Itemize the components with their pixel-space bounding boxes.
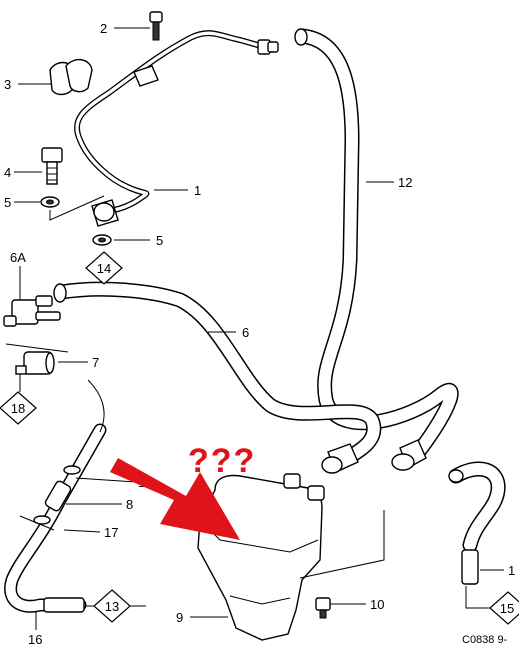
diamond-18: 18: [0, 391, 37, 425]
drawing-code: C0838 9-: [462, 634, 508, 646]
question-marks: ???: [188, 442, 256, 480]
label-5b: 5: [156, 233, 163, 248]
hose-12: [294, 28, 459, 471]
bolt-4: [41, 147, 63, 185]
label-6: 6: [242, 325, 249, 340]
diamond-15: 15: [489, 591, 519, 625]
hose-6: [53, 281, 382, 474]
label-4: 4: [4, 165, 11, 180]
washer-5b: [92, 234, 112, 246]
label-8: 8: [126, 497, 133, 512]
clamp-3: [49, 59, 93, 96]
washer-5a: [40, 196, 60, 208]
diamond-18-label: 18: [11, 401, 25, 416]
hose-right-15: [448, 461, 506, 585]
diamond-15-label: 15: [500, 601, 514, 616]
annotation-overlay: ???: [110, 442, 256, 540]
valve-6a: [3, 295, 61, 327]
label-2: 2: [100, 21, 107, 36]
label-1b: 1: [508, 563, 515, 578]
connector-7: [15, 351, 55, 375]
label-3: 3: [4, 77, 11, 92]
fitting-elbow: [91, 199, 119, 227]
diamond-13-label: 13: [105, 599, 119, 614]
label-9: 9: [176, 610, 183, 625]
label-16: 16: [28, 632, 42, 647]
bolt-10: [315, 597, 331, 619]
pipe-1: [74, 30, 279, 215]
diamond-14-label: 14: [97, 261, 111, 276]
label-10: 10: [370, 597, 384, 612]
line-16: [4, 423, 107, 613]
label-17b: 17: [104, 525, 118, 540]
red-arrow: [110, 458, 240, 540]
bolt-2: [149, 11, 163, 41]
label-1: 1: [194, 183, 201, 198]
diamond-13: 13: [93, 589, 131, 623]
part-labels: 2 3 4 5 1 5 6A 6 7 12 17 8 17 16 9 10 1 …: [4, 21, 515, 647]
diamond-14: 14: [85, 251, 123, 285]
label-6a: 6A: [10, 250, 26, 265]
reservoir-9: [197, 473, 325, 641]
label-7: 7: [92, 355, 99, 370]
label-5a: 5: [4, 195, 11, 210]
label-12: 12: [398, 175, 412, 190]
